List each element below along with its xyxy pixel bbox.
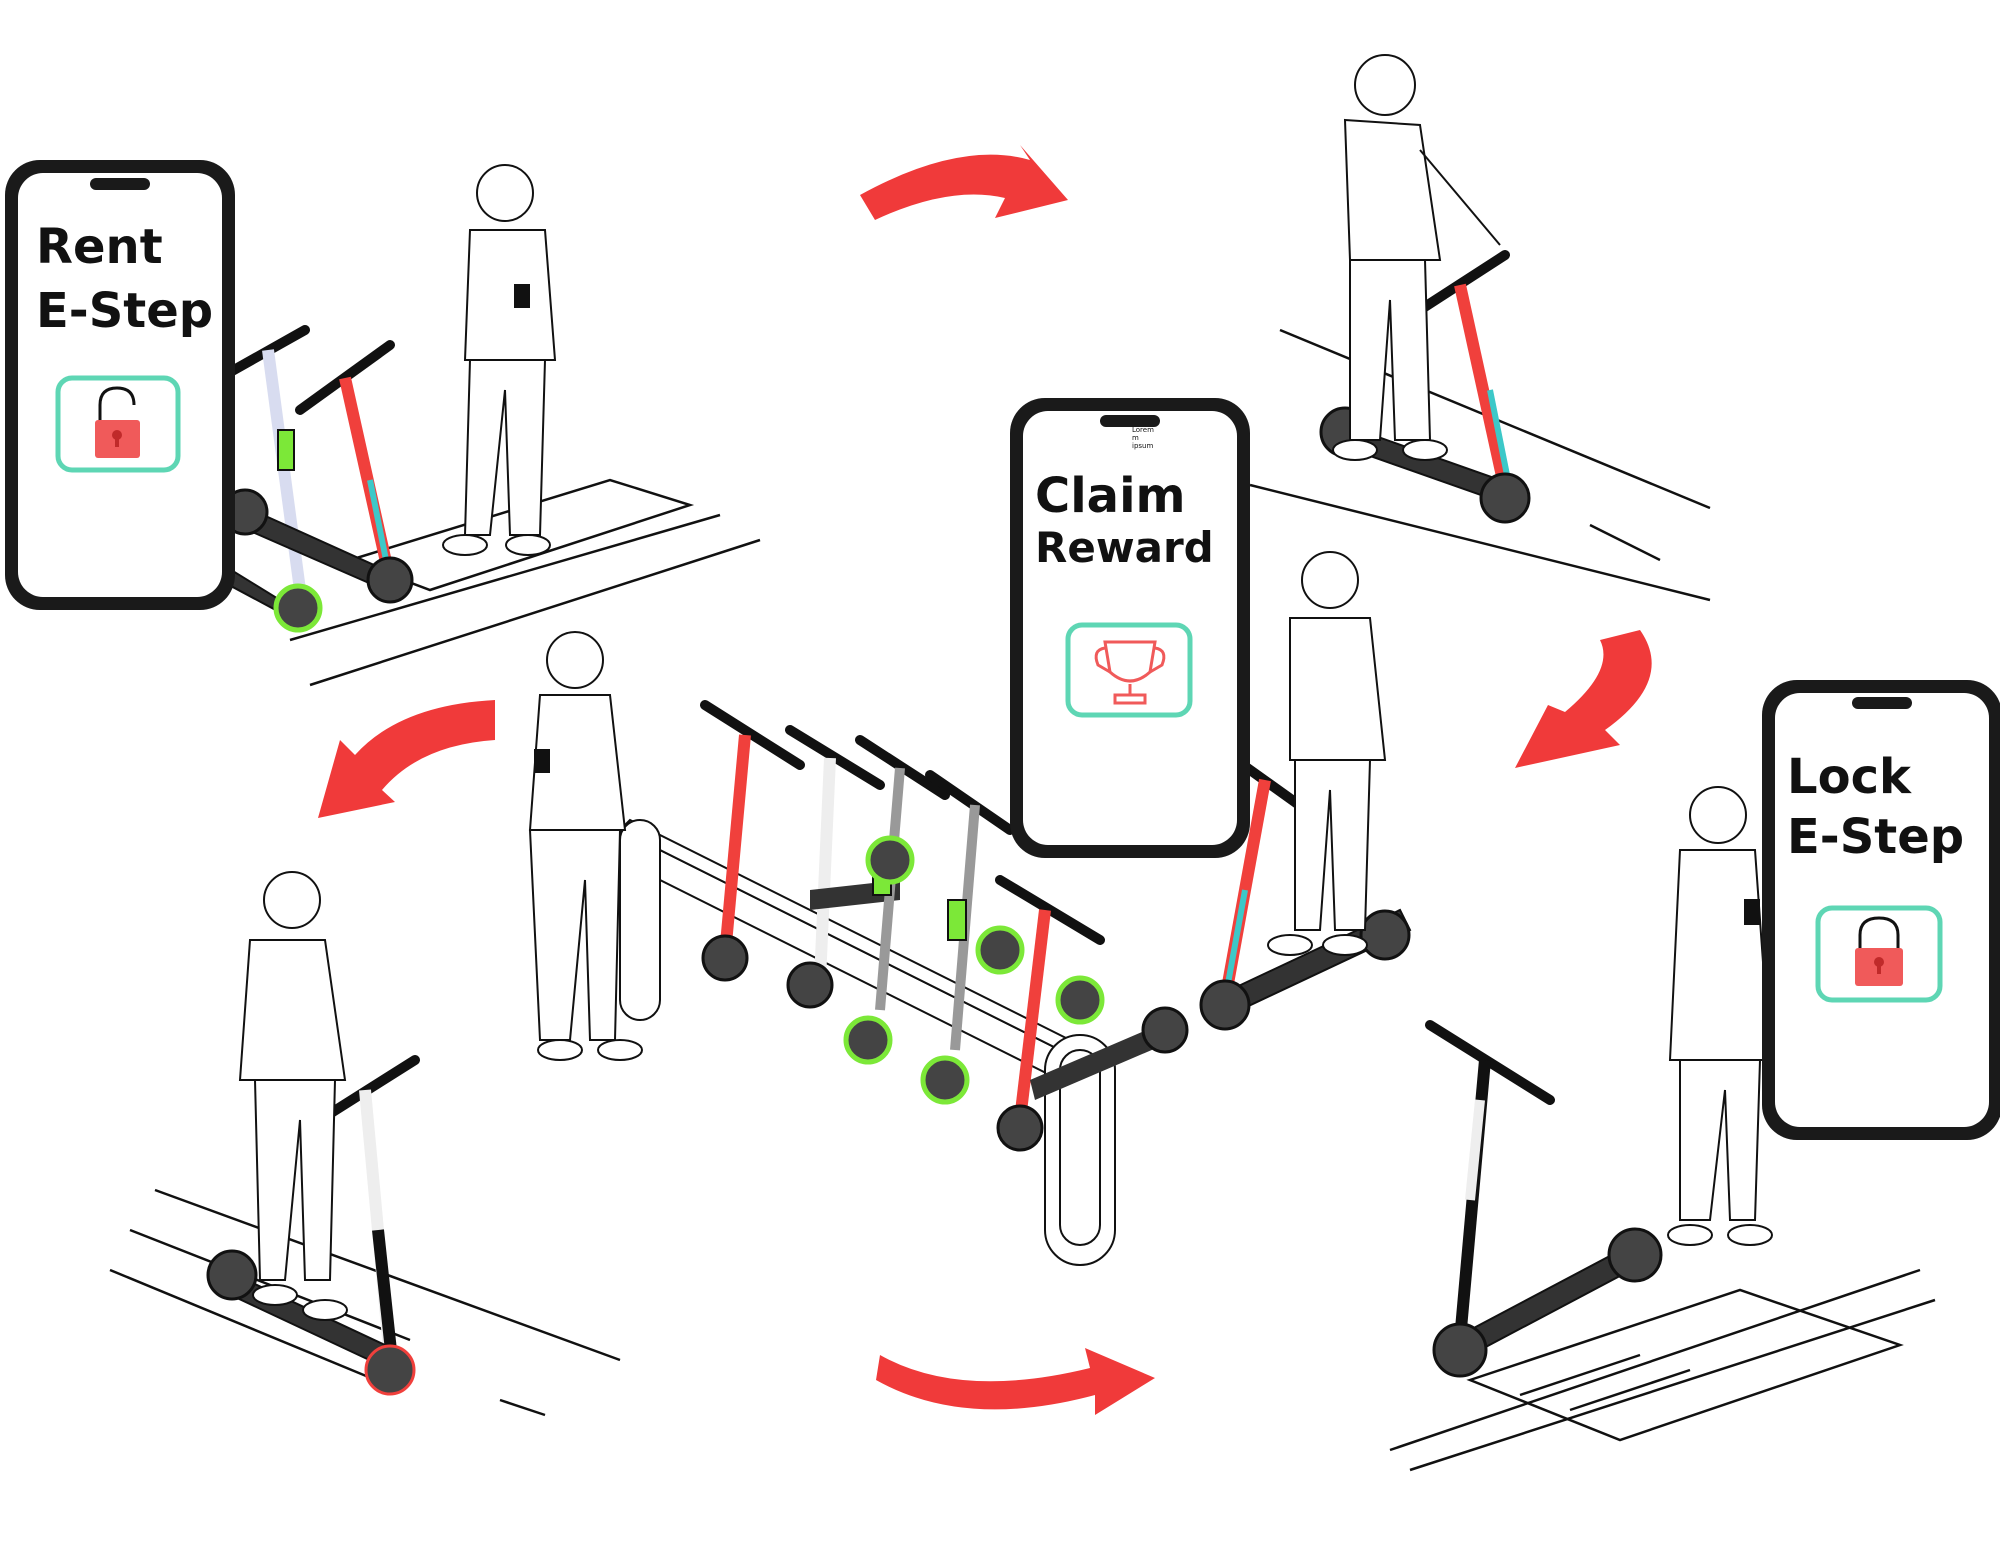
phone-claim: Lorem m ipsum Claim Reward: [1010, 398, 1250, 858]
claim-notch-text-1: Lorem: [1132, 426, 1154, 434]
scooter-red-rent: [221, 340, 414, 604]
scooter-rack-1: [700, 700, 805, 982]
arrow-bottom: [876, 1348, 1155, 1415]
arrow-left: [318, 700, 495, 818]
claim-title-line2: Reward: [1035, 523, 1214, 572]
scooter-return: [206, 1055, 420, 1396]
lock-title-line1: Lock: [1787, 749, 1912, 805]
person-rack: [528, 631, 643, 1061]
phone-rent: Rent E-Step: [5, 160, 235, 610]
rent-title-line1: Rent: [36, 219, 163, 275]
person-rent: [442, 164, 557, 556]
arrow-right: [1515, 630, 1652, 768]
locked-padlock-icon: [1815, 905, 1943, 1003]
cycle-arrows: [318, 145, 1652, 1415]
person-lock: [1667, 786, 1773, 1246]
scooter-locked: [1425, 1020, 1663, 1378]
claim-title-line1: Claim: [1035, 468, 1186, 524]
rent-title-line2: E-Step: [36, 283, 213, 339]
scooter-rack-4: [920, 770, 1025, 1105]
phone-lock: Lock E-Step: [1762, 680, 2000, 1140]
person-ride: [1332, 54, 1501, 461]
trophy-icon: [1065, 622, 1193, 718]
street-lines: [109, 328, 1936, 1472]
arrow-top: [860, 145, 1068, 220]
claim-notch-text-2: m: [1132, 434, 1139, 442]
person-claim: [1267, 551, 1387, 956]
lock-title-line2: E-Step: [1787, 809, 1964, 865]
scooter-rack-3: [843, 735, 950, 1065]
person-return: [238, 871, 348, 1321]
scooter-rack-5: [995, 875, 1189, 1152]
claim-notch-text-3: ipsum: [1132, 442, 1153, 450]
unlocked-padlock-icon: [55, 375, 181, 473]
